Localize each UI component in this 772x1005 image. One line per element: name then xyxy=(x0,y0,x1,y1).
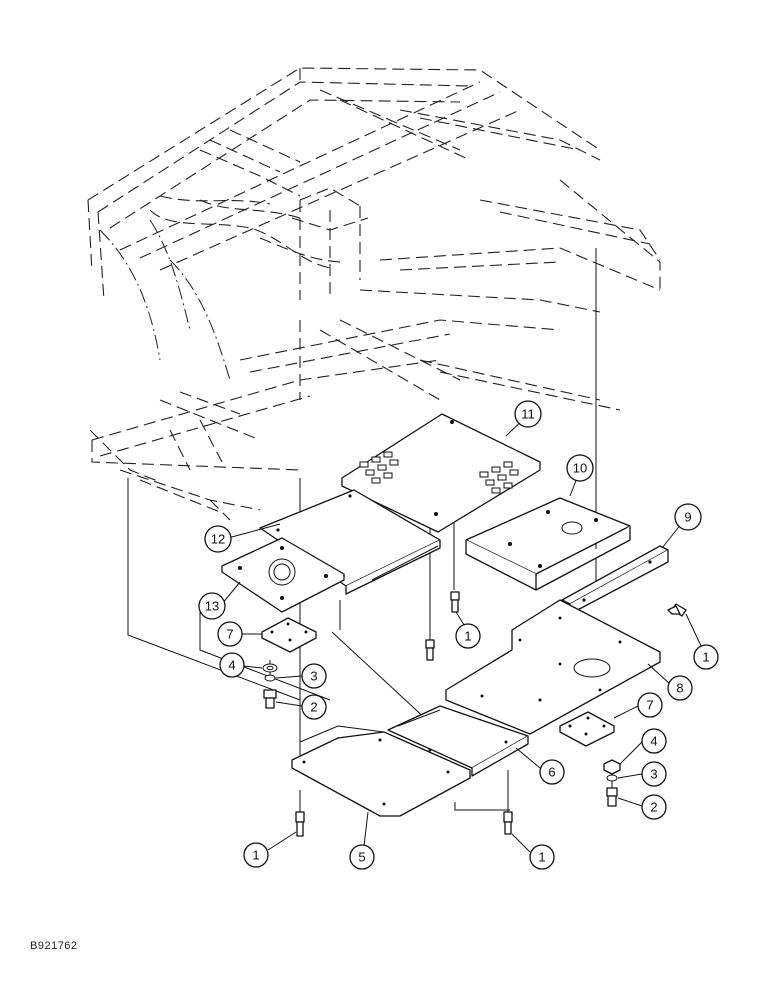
callouts: 11 10 9 12 13 7 4 3 2 xyxy=(198,400,719,870)
svg-text:3: 3 xyxy=(650,767,657,782)
svg-text:10: 10 xyxy=(573,461,587,476)
callout-2-left: 2 xyxy=(301,694,327,720)
callout-8: 8 xyxy=(667,675,693,701)
svg-text:2: 2 xyxy=(650,800,657,815)
bolt-c xyxy=(667,603,687,617)
bolt-b xyxy=(425,639,435,661)
bolt-a xyxy=(450,591,460,613)
callout-1-right: 1 xyxy=(693,644,719,670)
part-10-bracket xyxy=(465,497,631,591)
callout-3-left: 3 xyxy=(301,663,327,689)
svg-text:9: 9 xyxy=(684,510,691,525)
part-7-pad-left xyxy=(261,617,317,653)
svg-text:8: 8 xyxy=(676,681,683,696)
callout-13: 13 xyxy=(198,592,226,620)
bolt-e xyxy=(503,811,513,835)
callout-2-right: 2 xyxy=(641,794,667,820)
part-11-plate xyxy=(341,413,541,533)
svg-text:1: 1 xyxy=(538,850,545,865)
callout-11: 11 xyxy=(514,400,542,428)
plate-slots-right xyxy=(479,461,519,494)
hardware-stack-right xyxy=(603,759,621,807)
svg-text:11: 11 xyxy=(521,407,535,422)
callout-7-right: 7 xyxy=(637,692,663,718)
part-8-floor-plate xyxy=(445,599,661,735)
svg-text:1: 1 xyxy=(702,650,709,665)
svg-text:4: 4 xyxy=(650,734,657,749)
svg-text:3: 3 xyxy=(310,669,317,684)
callout-6: 6 xyxy=(539,759,565,785)
svg-text:12: 12 xyxy=(211,532,225,547)
callout-1-center: 1 xyxy=(455,623,481,649)
svg-text:13: 13 xyxy=(205,599,219,614)
part-6-channel-plate xyxy=(387,705,529,777)
part-9-angle-bar xyxy=(561,545,669,615)
svg-text:1: 1 xyxy=(464,629,471,644)
svg-text:5: 5 xyxy=(358,850,365,865)
svg-text:2: 2 xyxy=(310,700,317,715)
callout-4-right: 4 xyxy=(641,728,667,754)
part-13-mount-plate xyxy=(221,537,345,613)
frame-phantom-lines xyxy=(87,67,661,521)
callout-10: 10 xyxy=(566,454,594,482)
plate-slots-left xyxy=(359,451,399,484)
callout-7-left: 7 xyxy=(217,621,243,647)
svg-text:6: 6 xyxy=(548,765,555,780)
part-5-bottom-plate xyxy=(291,725,471,817)
part-7-pad-right xyxy=(559,711,615,747)
callout-3-right: 3 xyxy=(641,761,667,787)
hardware-stack-left xyxy=(262,663,278,709)
callout-1-bottom-right: 1 xyxy=(529,844,555,870)
bolts-part-1 xyxy=(295,591,687,837)
callout-5: 5 xyxy=(349,844,375,870)
drawing-number: B921762 xyxy=(30,940,78,952)
callout-1-bottom-left: 1 xyxy=(243,842,269,868)
svg-text:1: 1 xyxy=(252,848,259,863)
svg-text:7: 7 xyxy=(226,627,233,642)
bolt-d xyxy=(295,811,305,837)
svg-text:4: 4 xyxy=(228,658,235,673)
callout-12: 12 xyxy=(204,525,232,553)
callout-4-left: 4 xyxy=(219,652,245,678)
svg-text:7: 7 xyxy=(646,698,653,713)
callout-9: 9 xyxy=(674,503,702,531)
